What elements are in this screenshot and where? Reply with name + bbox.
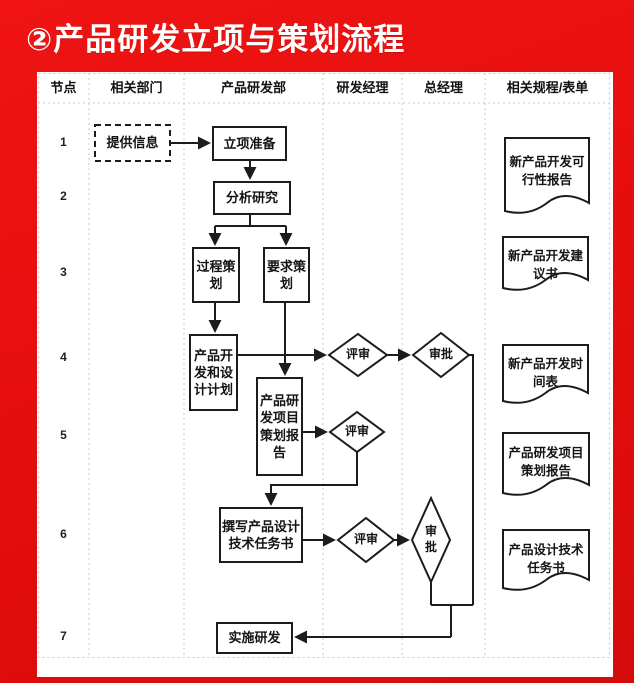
page-title: ②产品研发立项与策划流程 [26, 22, 406, 57]
requirement-planning-box [263, 247, 310, 303]
document-proposal [502, 236, 589, 291]
connector-approve-merge [430, 582, 473, 637]
connector-approve1-down [469, 354, 474, 605]
project-prep-box [212, 126, 287, 161]
dev-design-plan-box [189, 334, 238, 411]
implement-box [216, 622, 293, 654]
approve2-diamond [410, 495, 452, 585]
connector-analysis-split [215, 214, 286, 227]
analysis-box [213, 181, 291, 215]
table-grid [38, 73, 610, 658]
document-feasibility-report [504, 137, 590, 214]
review3-diamond [336, 516, 396, 564]
document-task-book [502, 529, 590, 591]
document-planning-report [502, 432, 590, 496]
planning-report-box [256, 377, 303, 476]
approve1-diamond [411, 331, 471, 379]
write-task-book-box [219, 507, 303, 563]
review1-diamond [327, 332, 389, 378]
connector-review2-to-taskbook [264, 452, 358, 506]
process-planning-box [192, 247, 240, 303]
review2-diamond [328, 410, 386, 454]
flowchart-drawing [38, 73, 610, 658]
document-timetable [502, 344, 589, 404]
provide-info-box [94, 124, 171, 162]
